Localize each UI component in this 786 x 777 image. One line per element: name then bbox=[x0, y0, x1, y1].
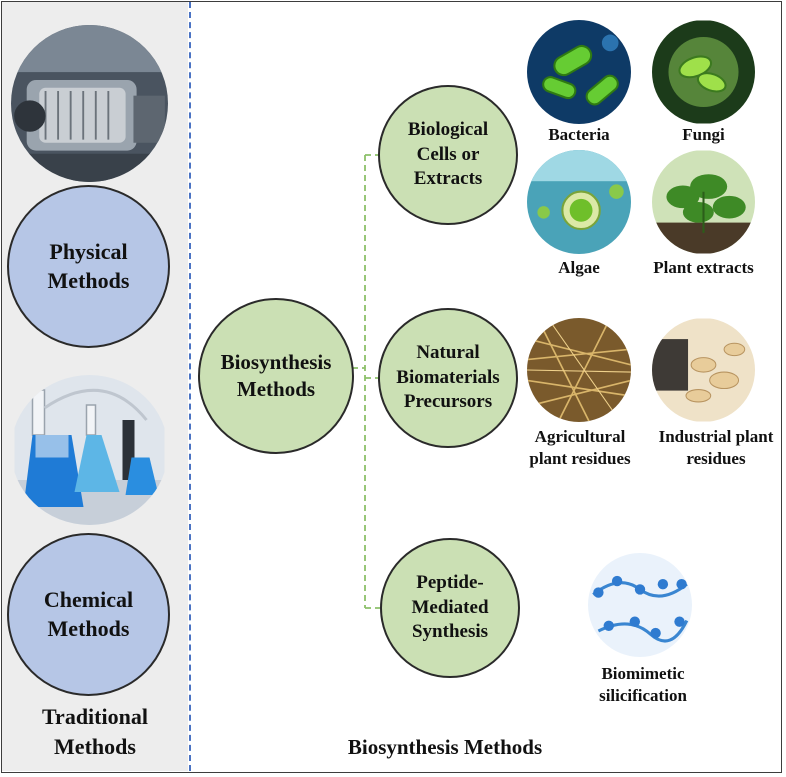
branch-peptide-node: Peptide-Mediated Synthesis bbox=[380, 538, 520, 678]
straw-photo bbox=[527, 318, 631, 422]
chemical-methods-node: Chemical Methods bbox=[7, 533, 170, 696]
traditional-methods-caption: Traditional Methods bbox=[10, 702, 180, 761]
plant-extracts-label: Plant extracts bbox=[653, 258, 754, 277]
plant-photo bbox=[652, 150, 755, 254]
wood-shavings-photo bbox=[652, 318, 755, 422]
physical-methods-label: Physical Methods bbox=[47, 238, 130, 293]
agricultural-residues-label: Agricultural plant residues bbox=[529, 427, 631, 469]
chemical-methods-label: Chemical Methods bbox=[43, 586, 134, 641]
biomimetic-silicification-label: Biomimetic silicification bbox=[599, 664, 687, 706]
industrial-residues-label: Industrial plant residues bbox=[658, 427, 774, 469]
biosynthesis-center-node: Biosynthesis Methods bbox=[198, 298, 354, 454]
fungi-photo bbox=[652, 20, 755, 124]
branch-peptide-label: Peptide-Mediated Synthesis bbox=[411, 571, 489, 643]
branch-biological-cells-label: Biological Cells or Extracts bbox=[407, 118, 489, 190]
lab-flasks-photo bbox=[11, 375, 168, 525]
biosynthesis-methods-caption: Biosynthesis Methods bbox=[347, 735, 543, 759]
bacteria-photo bbox=[527, 20, 631, 124]
physical-methods-node: Physical Methods bbox=[7, 185, 170, 348]
traditional-caption-line1: Traditional bbox=[42, 704, 148, 729]
section-divider bbox=[189, 2, 191, 771]
fungi-label: Fungi bbox=[682, 125, 725, 144]
milling-machine-photo bbox=[11, 25, 168, 182]
algae-photo bbox=[527, 150, 631, 254]
algae-label: Algae bbox=[558, 258, 600, 277]
peptide-molecule-photo bbox=[588, 553, 692, 657]
branch-biological-cells-node: Biological Cells or Extracts bbox=[378, 85, 518, 225]
branch-natural-biomaterials-node: Natural Biomaterials Precursors bbox=[378, 308, 518, 448]
biosynthesis-center-label: Biosynthesis Methods bbox=[220, 349, 332, 401]
traditional-caption-line2: Methods bbox=[54, 733, 136, 759]
bacteria-label: Bacteria bbox=[548, 125, 610, 144]
branch-natural-biomaterials-label: Natural Biomaterials Precursors bbox=[396, 341, 500, 413]
